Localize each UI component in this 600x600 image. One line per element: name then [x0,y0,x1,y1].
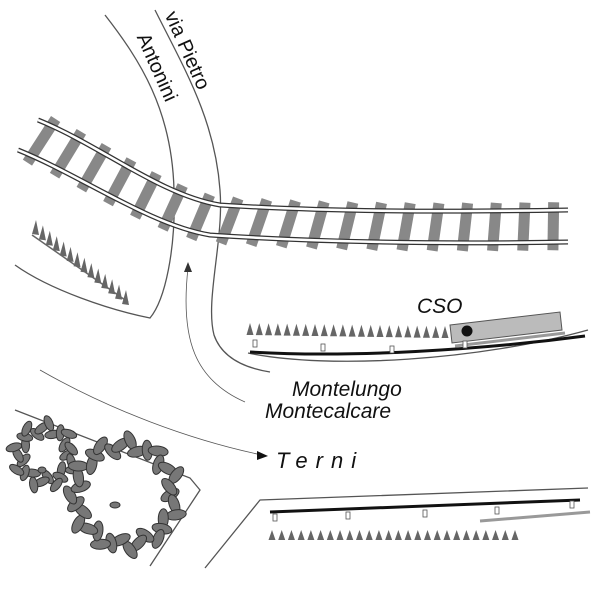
embankment-mark [433,530,441,540]
platform [479,510,591,523]
arrowhead-icon [184,262,192,272]
embankment-mark [274,323,282,336]
tree-leaf [165,509,187,521]
embankment-mark [297,530,305,540]
embankment-mark [462,530,470,540]
track-post [569,500,575,509]
place-label-montelungo: Montelungo [292,378,402,401]
track-post [462,340,468,349]
embankment-mark [453,530,461,540]
embankment-mark [302,323,310,336]
embankment-mark [367,324,375,337]
embankment-mark [311,324,319,336]
platform [454,331,566,348]
embankment-mark [326,530,334,540]
tree-leaf [109,501,121,509]
embankment-mark [52,236,60,252]
destination-label-terni: Terni [276,448,365,473]
embankment-mark [376,325,384,337]
embankment-mark [320,324,328,337]
track-post [345,511,351,520]
tree-leaf [67,460,89,472]
road-edge [204,487,589,569]
embankment-mark [404,530,412,540]
embankment-mark [404,325,412,338]
tree-leaf [37,466,47,474]
embankment-mark [255,323,263,336]
embankment-mark [38,225,46,241]
embankment-mark [365,530,373,540]
arrowhead-icon [257,451,268,460]
embankment-mark [395,325,403,338]
embankment-mark [122,290,129,305]
embankment-mark [394,530,402,540]
embankment-mark [73,252,81,268]
embankment-mark [472,530,480,540]
place-label-montecalcare: Montecalcare [265,400,392,423]
embankment-mark [375,530,383,540]
track-post [494,506,500,515]
embankment-mark [385,530,393,540]
railway-siding [269,498,581,514]
embankment-mark [32,220,39,235]
railway-siding [249,334,586,356]
embankment-mark [346,530,354,540]
cso-marker-icon [461,325,473,337]
embankment-mark [108,279,116,295]
embankment-mark [413,325,421,338]
embankment-mark [385,325,393,338]
tree-leaf [161,477,178,496]
embankment-mark [283,323,291,336]
embankment-mark [278,530,286,540]
route-arrow-up [185,267,246,403]
cso-building [449,311,563,344]
embankment-mark [443,530,451,540]
tree-leaf [29,476,39,494]
embankment-mark [348,324,356,337]
embankment-mark [422,325,430,338]
embankment-mark [357,324,365,337]
embankment-mark [45,230,53,246]
embankment-mark [424,530,432,540]
embankment-mark [511,530,519,540]
embankment-mark [246,323,254,335]
embankment-mark [287,530,295,540]
track-post [422,509,428,518]
embankment-mark [66,246,74,262]
road-edge [14,14,175,319]
embankment-mark [59,241,67,257]
embankment-mark [414,530,422,540]
embankment-mark [317,530,325,540]
embankment-mark [441,326,449,338]
embankment-mark [336,530,344,540]
track-post [272,513,278,522]
embankment-mark [292,323,300,336]
embankment-mark [492,530,500,540]
embankment-mark [80,257,88,273]
track-post [320,343,326,352]
route-arrow-terni [39,369,263,456]
track-post [389,345,395,354]
embankment-mark [355,530,363,540]
embankment-mark [330,324,338,337]
embankment-mark [31,234,129,303]
tree-leaf [64,441,78,456]
embankment-mark [268,530,276,540]
track-post [252,339,258,348]
embankment-mark [432,325,440,338]
embankment-mark [339,324,347,337]
cso-label: CSO [417,295,463,318]
embankment-mark [265,323,273,336]
embankment-mark [501,530,509,540]
embankment-mark [482,530,490,540]
embankment-mark [307,530,315,540]
